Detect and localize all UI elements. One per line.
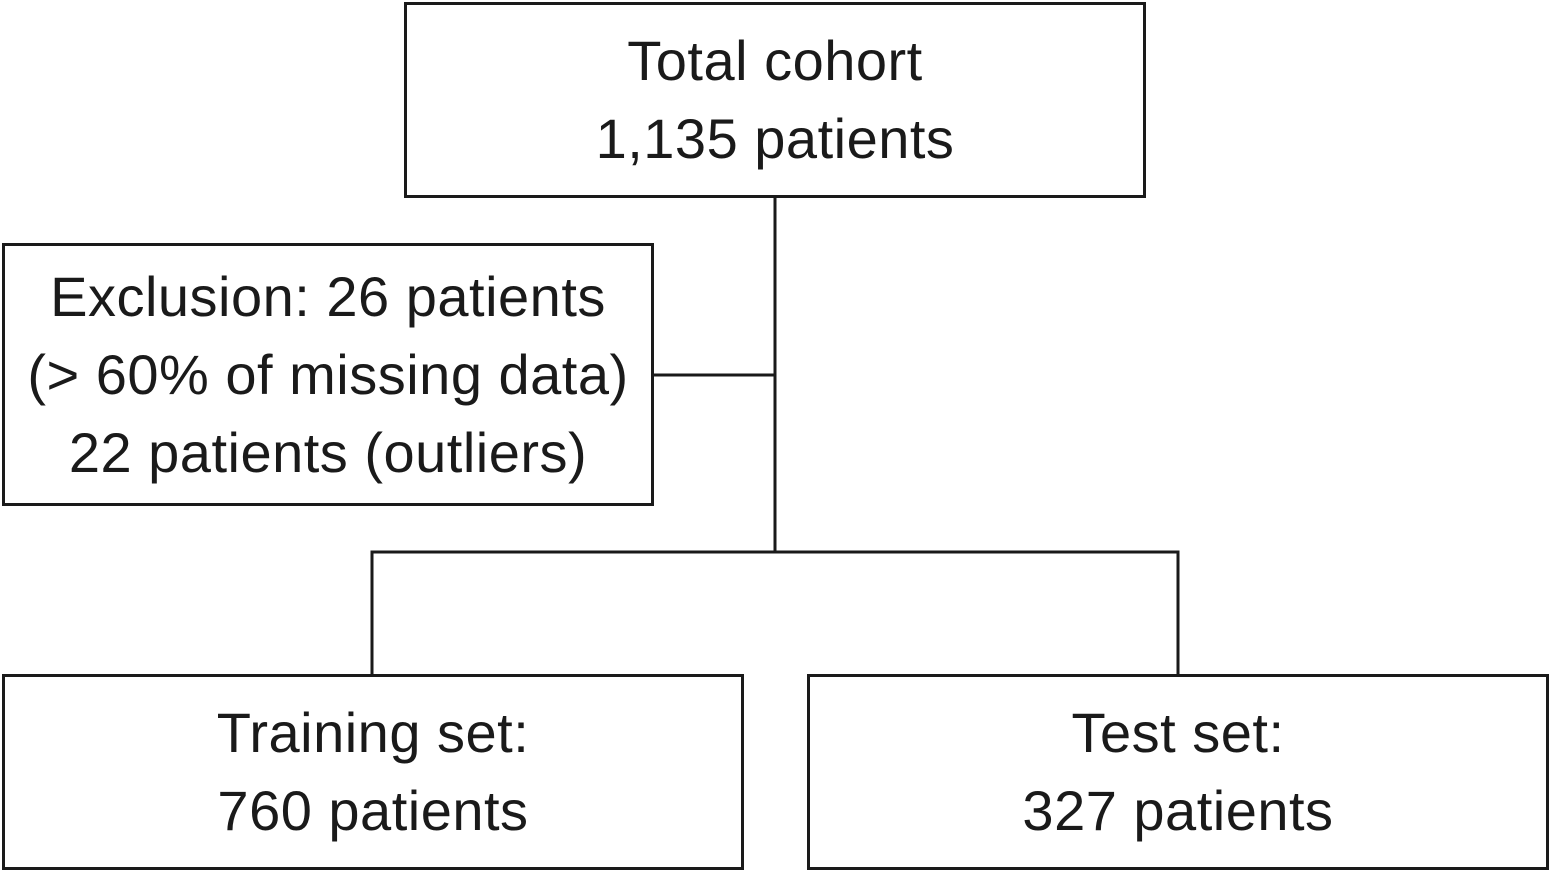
total-cohort-box: Total cohort 1,135 patients xyxy=(404,2,1146,198)
training-set-count: 760 patients xyxy=(217,779,529,842)
exclusion-box: Exclusion: 26 patients (> 60% of missing… xyxy=(2,243,654,506)
exclusion-missing-count: Exclusion: 26 patients xyxy=(50,264,606,328)
test-set-box: Test set: 327 patients xyxy=(807,674,1549,870)
training-set-box: Training set: 760 patients xyxy=(2,674,744,870)
test-set-title: Test set: xyxy=(1071,701,1285,764)
exclusion-outliers: 22 patients (outliers) xyxy=(68,420,588,484)
total-cohort-title: Total cohort xyxy=(627,29,923,92)
test-set-count: 327 patients xyxy=(1022,779,1334,842)
total-cohort-count: 1,135 patients xyxy=(595,107,955,170)
training-set-title: Training set: xyxy=(216,701,530,764)
exclusion-missing-reason: (> 60% of missing data) xyxy=(27,342,629,406)
